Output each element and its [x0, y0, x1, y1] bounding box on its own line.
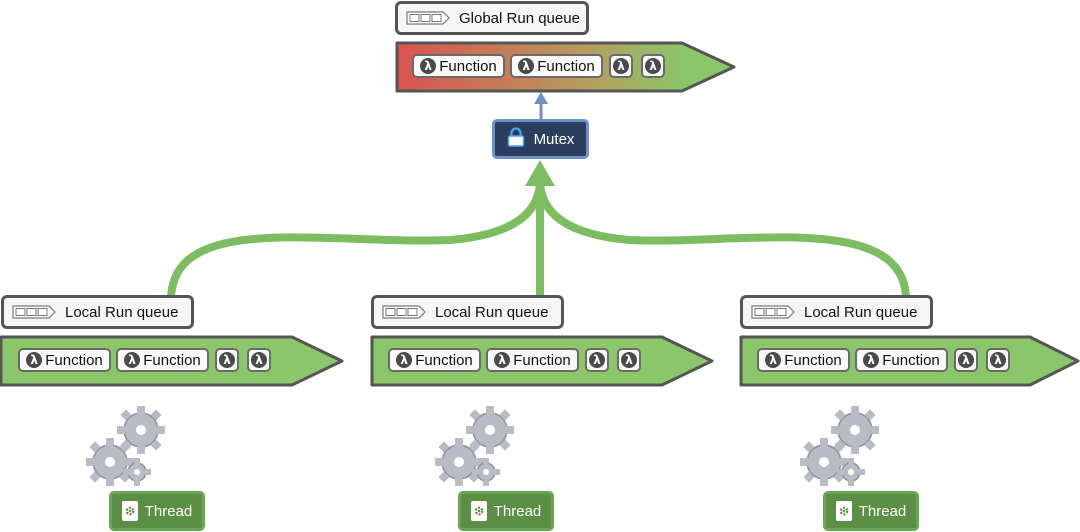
queue-icon: [12, 305, 56, 319]
lambda-icon: λ: [219, 352, 235, 368]
local-function-chip: λ Function: [855, 348, 948, 372]
lambda-icon: λ: [396, 352, 413, 368]
lambda-icon: λ: [26, 352, 43, 368]
local-lambda-chip: λ: [617, 348, 641, 372]
lambda-icon: λ: [518, 58, 535, 74]
lambda-icon: λ: [589, 352, 605, 368]
local-queue-label-3: Local Run queue: [740, 295, 933, 329]
thread-icon: [121, 501, 138, 521]
global-lambda-chip-1: λ: [609, 54, 633, 78]
local-queue-title: Local Run queue: [435, 303, 549, 321]
lambda-icon: λ: [613, 58, 629, 74]
global-queue-title: Global Run queue: [459, 9, 580, 27]
lambda-icon: λ: [765, 352, 782, 368]
mutex-label: Mutex: [533, 130, 575, 148]
mutex-arrowhead: [534, 92, 548, 104]
lambda-icon: λ: [494, 352, 511, 368]
thread-box-2: Thread: [458, 491, 554, 531]
connector-right: [536, 176, 910, 304]
local-function-chip: λ Function: [116, 348, 209, 372]
lock-icon: [507, 127, 525, 151]
connector-left: [167, 176, 544, 304]
local-queue-title: Local Run queue: [804, 303, 918, 321]
local-queue-label-2: Local Run queue: [371, 295, 564, 329]
lambda-icon: λ: [958, 352, 974, 368]
global-queue-label: Global Run queue: [395, 1, 589, 35]
gear-icon: [435, 406, 514, 486]
local-function-chip: λ Function: [486, 348, 579, 372]
connector-arrowhead: [525, 160, 555, 186]
queue-icon: [751, 305, 795, 319]
gear-icon: [86, 406, 165, 486]
local-lambda-chip: λ: [954, 348, 978, 372]
lambda-icon: λ: [251, 352, 267, 368]
global-function-chip-2: λ Function: [510, 54, 603, 78]
global-lambda-chip-2: λ: [641, 54, 665, 78]
local-lambda-chip: λ: [215, 348, 239, 372]
lambda-icon: λ: [863, 352, 880, 368]
local-function-chip: λ Function: [388, 348, 481, 372]
local-function-chip: λ Function: [18, 348, 111, 372]
lambda-icon: λ: [645, 58, 661, 74]
thread-label: Thread: [493, 502, 542, 520]
thread-icon: [470, 501, 487, 521]
queue-icon: [382, 305, 426, 319]
lambda-icon: λ: [124, 352, 141, 368]
thread-label: Thread: [144, 502, 193, 520]
queue-icon: [406, 11, 450, 25]
local-queue-label-1: Local Run queue: [1, 295, 194, 329]
global-function-chip-1: λ Function: [412, 54, 505, 78]
thread-box-1: Thread: [109, 491, 205, 531]
local-lambda-chip: λ: [585, 348, 609, 372]
thread-box-3: Thread: [823, 491, 919, 531]
thread-icon: [835, 501, 852, 521]
lambda-icon: λ: [621, 352, 637, 368]
local-lambda-chip: λ: [247, 348, 271, 372]
lambda-icon: λ: [420, 58, 437, 74]
thread-label: Thread: [858, 502, 907, 520]
lambda-icon: λ: [990, 352, 1006, 368]
gear-icon: [800, 406, 879, 486]
local-queue-title: Local Run queue: [65, 303, 179, 321]
local-function-chip: λ Function: [757, 348, 850, 372]
mutex-box: Mutex: [492, 119, 589, 159]
local-lambda-chip: λ: [986, 348, 1010, 372]
